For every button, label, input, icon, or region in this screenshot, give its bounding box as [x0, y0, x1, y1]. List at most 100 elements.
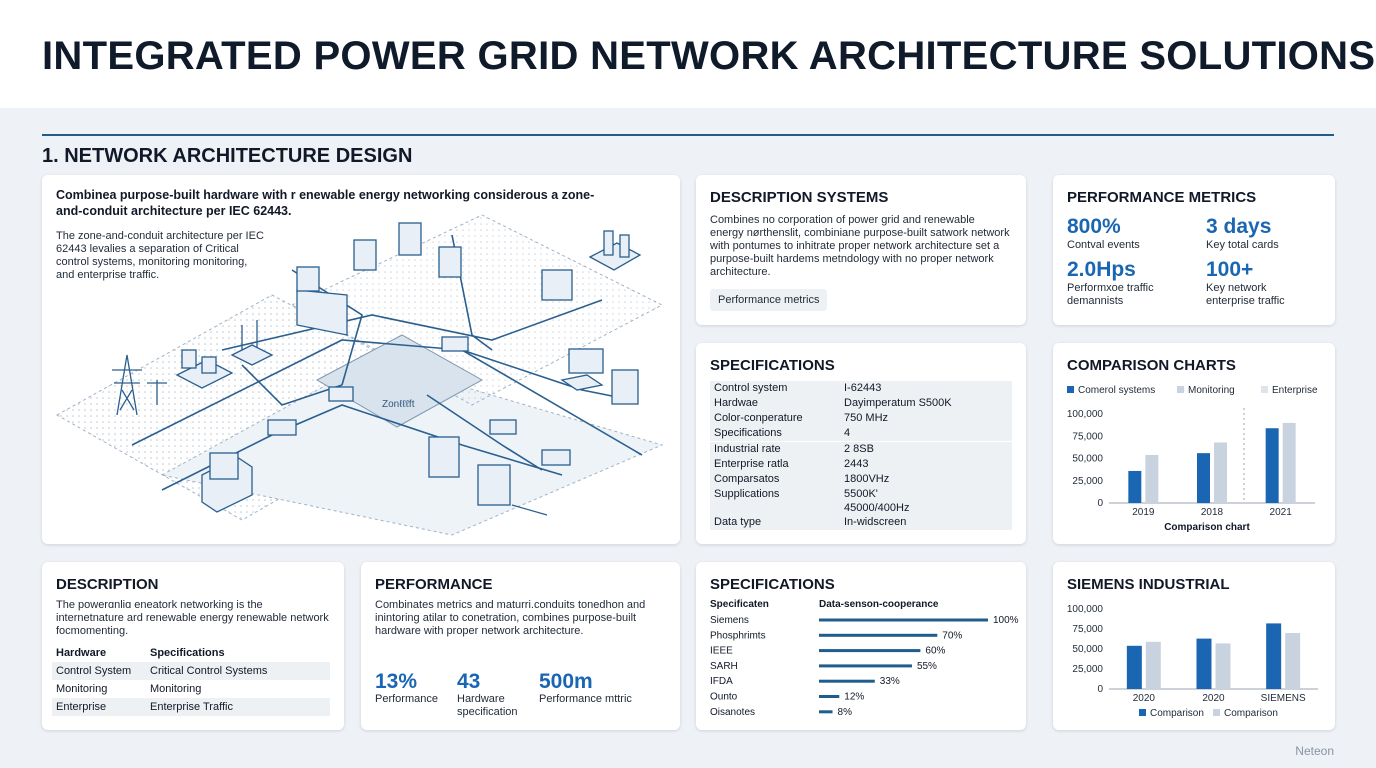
legend-label: Comparison	[1150, 708, 1204, 719]
y-tick-label: 50,000	[1072, 454, 1103, 465]
legend-label: Comerol systems	[1078, 385, 1155, 396]
column-header: Specificaten	[710, 599, 769, 610]
diagram-body: The zone-and-conduit architecture per IE…	[56, 230, 264, 281]
bar-label: Siemens	[710, 615, 749, 626]
x-tick-label: SIEMENS	[1261, 693, 1306, 704]
legend-swatch	[1177, 386, 1184, 393]
bar	[1196, 638, 1212, 689]
card-title: DESCRIPTION SYSTEMS	[710, 189, 889, 206]
bar	[1285, 633, 1301, 689]
metric-label: Contval events	[1067, 239, 1140, 251]
card-title: PERFORMANCE	[375, 576, 493, 593]
bar	[819, 618, 988, 622]
section-divider	[42, 134, 1334, 136]
bar-label: IEEE	[710, 646, 733, 657]
section-title: 1. NETWORK ARCHITECTURE DESIGN	[42, 145, 413, 167]
description-card: DESCRIPTION The powerɑnliɑ eneatork netw…	[42, 562, 344, 730]
card-body: Combines no corporation of power grid an…	[710, 214, 1010, 278]
legend-swatch	[1067, 386, 1074, 393]
metric-value: 2.0Hps	[1067, 258, 1136, 281]
bar-value-label: 12%	[844, 692, 864, 703]
zone-label: Zonℓℓℓft	[382, 399, 415, 410]
metric-label: Performance mttric	[539, 693, 632, 705]
performance-metrics-card: PERFORMANCE METRICS 800% Contval events …	[1053, 175, 1335, 325]
y-tick-label: 100,000	[1067, 604, 1104, 615]
y-tick-label: 75,000	[1072, 624, 1103, 635]
card-title: SIEMENS INDUSTRIAL	[1067, 576, 1230, 593]
metric-value: 43	[457, 670, 481, 693]
card-body: The powerɑnliɑ eneatork networking is th…	[56, 599, 329, 637]
legend-label: Comparison	[1224, 708, 1278, 719]
watermark: Neteon	[1295, 744, 1334, 758]
performance-card: PERFORMANCE Combinates metrics and matur…	[361, 562, 680, 730]
metric-value: 100+	[1206, 258, 1254, 281]
metric-label: Key total cards	[1206, 239, 1279, 251]
architecture-diagram-card: Combinea purpose-built hardware with r e…	[42, 175, 680, 544]
column-header: Data-senson-cooperance	[819, 599, 939, 610]
metric-value: 500m	[539, 670, 593, 693]
y-tick-label: 100,000	[1067, 409, 1104, 420]
bar	[819, 633, 938, 637]
bar	[1214, 442, 1227, 503]
card-title: SPECIFICATIONS	[710, 357, 835, 374]
bar-label: SARH	[710, 661, 738, 672]
zone-planes	[55, 214, 664, 536]
bar	[819, 664, 912, 668]
performance-metrics-tag[interactable]: Performance metrics	[710, 289, 828, 311]
card-title: PERFORMANCE METRICS	[1067, 189, 1257, 206]
bar	[1126, 645, 1142, 689]
bar	[1128, 470, 1142, 503]
y-tick-label: 50,000	[1072, 644, 1103, 655]
bar-value-label: 33%	[880, 676, 900, 687]
metric-value: 800%	[1067, 215, 1121, 238]
bar	[819, 679, 875, 683]
header	[0, 0, 1376, 108]
legend-swatch	[1139, 709, 1146, 716]
bar	[1215, 643, 1231, 689]
bar	[1197, 453, 1210, 503]
bar-label: IFDA	[710, 676, 733, 687]
metric-label: Hardware specification	[457, 693, 518, 718]
y-tick-label: 0	[1097, 498, 1103, 509]
metric-value: 3 days	[1206, 215, 1272, 238]
x-tick-label: 2020	[1202, 693, 1225, 704]
card-title: DESCRIPTION	[56, 576, 159, 593]
specifications-bars-card: SPECIFICATIONS Specificaten Data-senson-…	[696, 562, 1026, 730]
y-tick-label: 75,000	[1072, 431, 1103, 442]
legend-label: Enterprise	[1272, 385, 1318, 396]
legend-swatch	[1261, 386, 1268, 393]
card-title: SPECIFICATIONS	[710, 576, 835, 593]
x-tick-label: 2021	[1270, 507, 1293, 518]
bar-value-label: 8%	[838, 707, 853, 718]
y-tick-label: 0	[1097, 684, 1103, 695]
bar	[1265, 428, 1279, 503]
bar	[1266, 623, 1282, 689]
x-tick-label: 2019	[1132, 507, 1155, 518]
bar	[1145, 454, 1159, 503]
metric-value: 13%	[375, 670, 418, 693]
bar-value-label: 55%	[917, 661, 937, 672]
bar-value-label: 70%	[942, 630, 962, 641]
bar-value-label: 60%	[925, 646, 945, 657]
metric-label: Key network enterprise traffic	[1206, 282, 1285, 307]
card-body: Combinates metrics and maturri.conduits …	[375, 599, 646, 637]
bar-label: Phosphrimts	[710, 630, 766, 641]
metric-label: Performance	[375, 693, 438, 705]
x-axis-caption: Comparison chart	[1164, 522, 1250, 533]
